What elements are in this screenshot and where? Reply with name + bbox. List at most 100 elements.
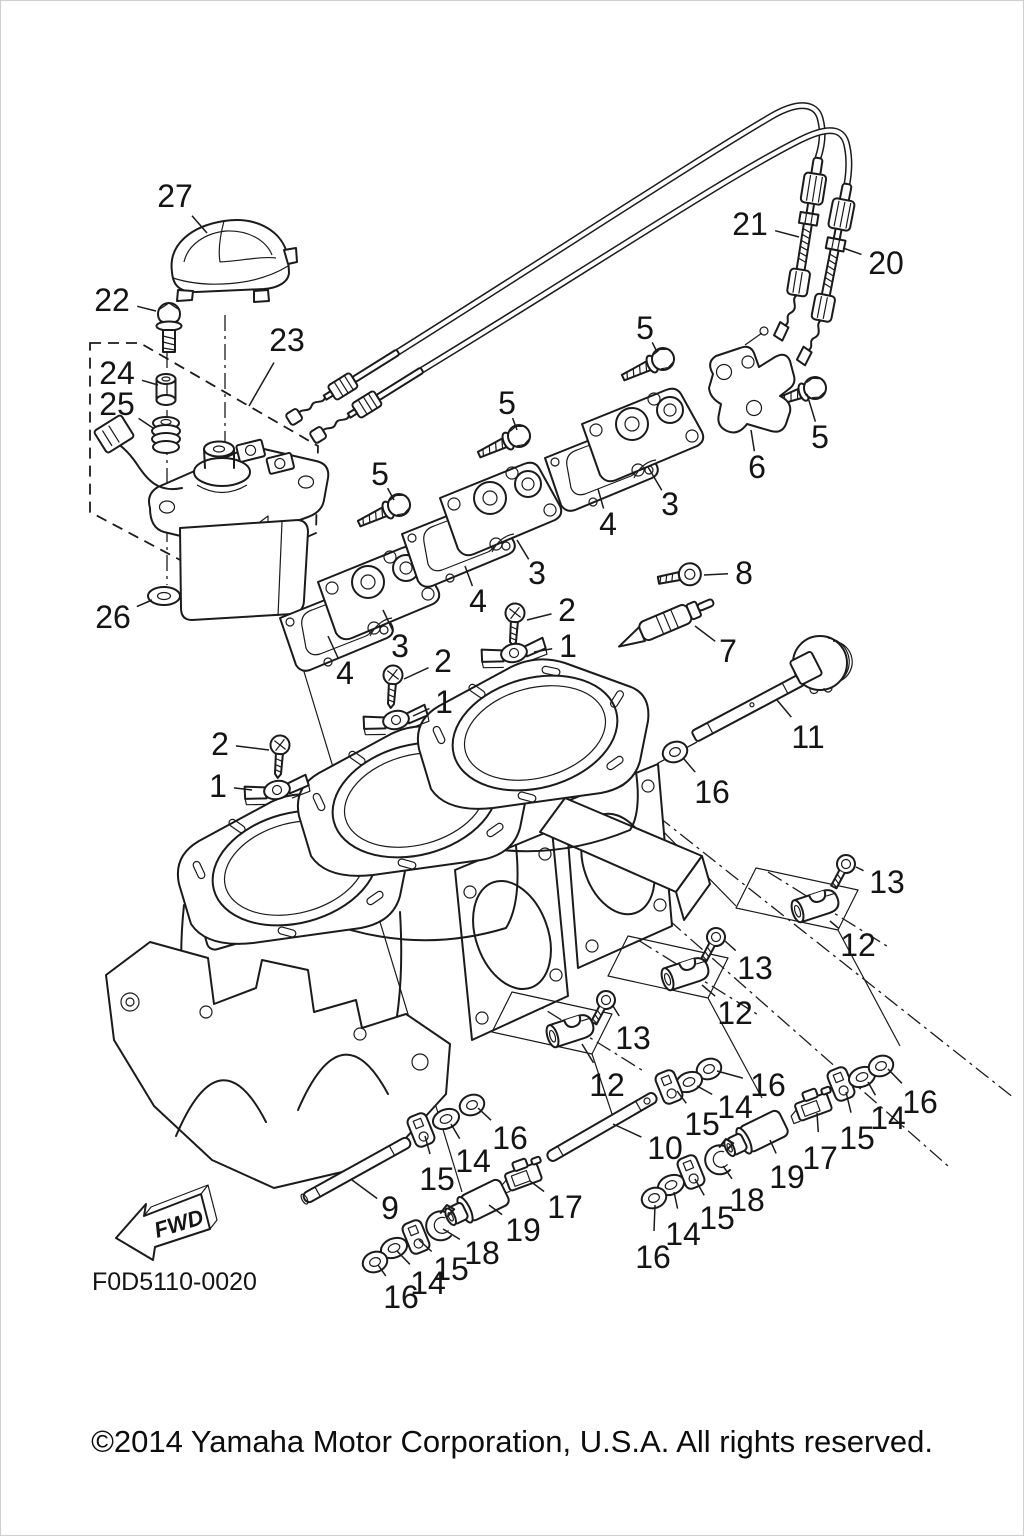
callout-15: 15 — [699, 1200, 735, 1236]
engine-block — [105, 657, 711, 1189]
leader-line-3 — [382, 609, 394, 632]
leader-line-14 — [673, 1191, 679, 1209]
leader-line-14 — [450, 1123, 461, 1140]
shaft-11 — [691, 635, 853, 742]
callout-15: 15 — [433, 1251, 469, 1287]
dashed-group-outline — [89, 342, 319, 579]
screw-2 — [380, 663, 405, 710]
screw-13 — [824, 850, 860, 893]
callout-21: 21 — [732, 206, 768, 242]
callout-6: 6 — [748, 449, 766, 485]
leader-line-14 — [396, 1250, 411, 1265]
callout-16: 16 — [902, 1084, 938, 1120]
leader-line-6 — [750, 429, 756, 452]
leader-line-15 — [418, 1239, 433, 1253]
callout-14: 14 — [870, 1100, 906, 1136]
clamp-12 — [543, 1011, 598, 1050]
leader-line-27 — [191, 215, 208, 234]
callout-14: 14 — [455, 1143, 491, 1179]
callout-10: 10 — [647, 1130, 683, 1166]
leader-line-15 — [845, 1091, 852, 1113]
callout-16: 16 — [492, 1120, 528, 1156]
leader-line-7 — [694, 625, 716, 642]
cover-3-mid — [439, 461, 563, 557]
callout-27: 27 — [157, 178, 193, 214]
leader-line-2 — [526, 613, 552, 621]
callout-1: 1 — [209, 768, 227, 804]
leader-line-18 — [442, 1228, 461, 1241]
grommet-25 — [151, 416, 181, 454]
callout-1: 1 — [559, 628, 577, 664]
callout-7: 7 — [719, 633, 737, 669]
callout-3: 3 — [661, 486, 679, 522]
cover-cap-27 — [170, 219, 298, 303]
leader-line-1 — [533, 648, 553, 653]
leader-line-11 — [776, 699, 792, 718]
leader-line-22 — [137, 305, 157, 312]
callout-16: 16 — [383, 1279, 419, 1315]
throttle-cables — [283, 102, 860, 447]
callout-5: 5 — [371, 456, 389, 492]
callout-25: 25 — [99, 386, 135, 422]
leader-line-16 — [477, 1107, 492, 1121]
callout-23: 23 — [269, 322, 305, 358]
callout-24: 24 — [99, 355, 135, 391]
control-unit — [93, 414, 330, 621]
leader-line-16 — [377, 1264, 387, 1277]
leader-line-20 — [842, 247, 862, 256]
callout-12: 12 — [717, 995, 753, 1031]
fwd-arrow: FWD — [115, 1184, 218, 1261]
callout-2: 2 — [211, 726, 229, 762]
copyright-text: ©2014 Yamaha Motor Corporation, U.S.A. A… — [91, 1424, 933, 1459]
callout-11: 11 — [791, 719, 824, 755]
callout-18: 18 — [729, 1182, 765, 1218]
leader-line-1 — [412, 707, 430, 717]
callout-18: 18 — [464, 1235, 500, 1271]
bushing-16 — [455, 1090, 489, 1120]
callout-26: 26 — [95, 599, 131, 635]
shaft-10 — [546, 1092, 658, 1162]
leader-line-21 — [774, 229, 800, 238]
leader-line-14 — [696, 1085, 713, 1096]
bolt-22 — [155, 302, 183, 353]
callout-14: 14 — [410, 1265, 446, 1301]
callout-16: 16 — [694, 774, 730, 810]
leader-line-24 — [141, 379, 159, 386]
leader-line-17 — [816, 1112, 820, 1133]
callout-15: 15 — [684, 1106, 720, 1142]
leader-line-4 — [597, 488, 605, 509]
callout-13: 13 — [737, 950, 773, 986]
leader-line-5 — [386, 487, 395, 501]
leader-line-15 — [424, 1135, 431, 1155]
leader-line-13 — [724, 940, 737, 952]
leader-line-9 — [351, 1179, 378, 1200]
leader-line-16 — [716, 1070, 744, 1079]
callout-4: 4 — [599, 506, 617, 542]
collar-24 — [155, 373, 177, 406]
screw-8 — [656, 562, 702, 587]
leader-line-2 — [403, 667, 429, 680]
callout-3: 3 — [391, 628, 409, 664]
part-code: F0D5110-0020 — [92, 1268, 257, 1296]
leader-line-16 — [683, 758, 696, 773]
callout-15: 15 — [839, 1120, 875, 1156]
leader-line-12 — [701, 984, 716, 997]
leader-line-19 — [488, 1204, 503, 1216]
leader-line-4 — [327, 635, 339, 659]
leader-line-23 — [248, 362, 275, 407]
leader-line-25 — [138, 417, 154, 429]
leader-line-15 — [676, 1090, 687, 1104]
leader-line-14 — [867, 1081, 877, 1096]
leader-line-13 — [612, 1005, 620, 1017]
leader-line-12 — [829, 920, 839, 929]
leader-line-19 — [769, 1139, 777, 1154]
leader-line-3 — [516, 539, 530, 560]
washer-26 — [147, 586, 181, 606]
leader-line-3 — [647, 466, 663, 491]
callout-12: 12 — [840, 927, 876, 963]
leader-line-18 — [722, 1165, 733, 1180]
callout-1: 1 — [435, 684, 453, 720]
callout-14: 14 — [717, 1089, 753, 1125]
callout-4: 4 — [469, 583, 487, 619]
joint-17 — [783, 1082, 839, 1125]
